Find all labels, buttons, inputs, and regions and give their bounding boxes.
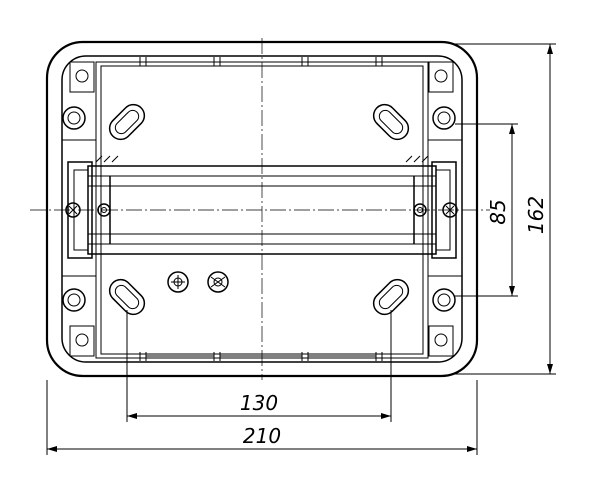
center-axes — [30, 38, 490, 380]
din-rail — [67, 155, 457, 259]
dimension-label-130: 130 — [240, 391, 278, 415]
dimension-162: 162 — [455, 43, 556, 375]
rail-screws — [65, 202, 458, 218]
dimension-85: 85 — [455, 123, 518, 297]
dimension-130: 130 — [126, 310, 392, 422]
corner-screws — [62, 106, 456, 312]
knockout-symbols — [167, 271, 229, 293]
dimension-210: 210 — [46, 380, 478, 455]
dimension-label-210: 210 — [243, 424, 281, 448]
dimension-label-85: 85 — [486, 199, 510, 224]
corner-fasteners — [69, 61, 454, 357]
dimension-label-162: 162 — [524, 196, 548, 234]
slotted-holes — [108, 103, 410, 316]
